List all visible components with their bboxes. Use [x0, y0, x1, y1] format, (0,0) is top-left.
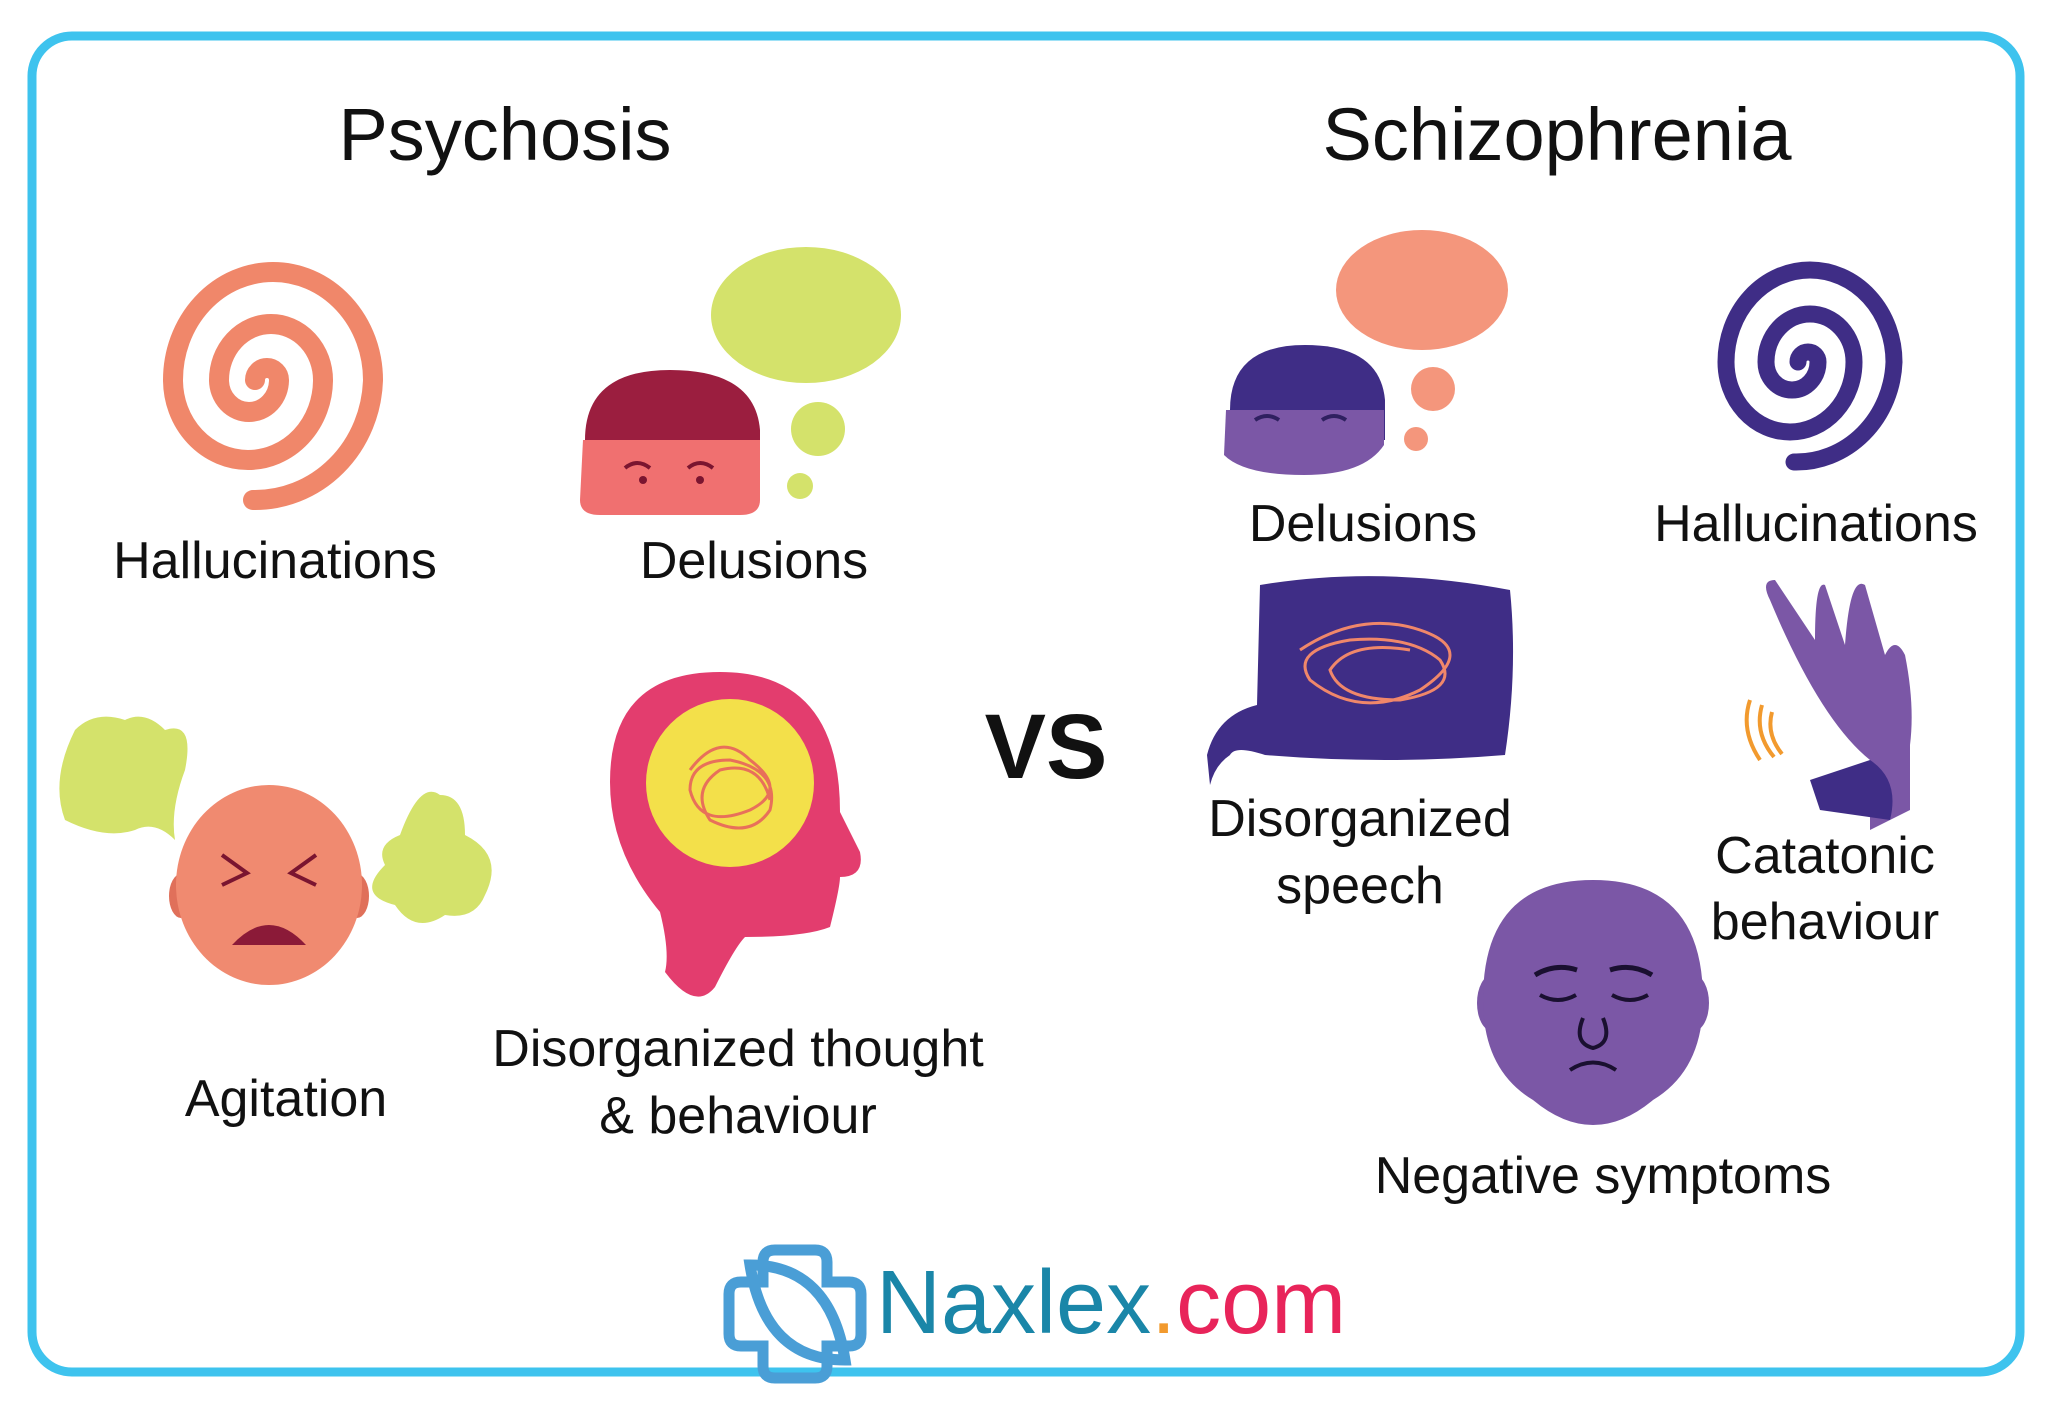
trembling-hand-icon	[1744, 580, 1912, 830]
tangled-head-icon	[610, 672, 861, 997]
schizophrenia-catatonic-label-line2: behaviour	[1711, 893, 1939, 951]
psychosis-agitation-label: Agitation	[185, 1070, 387, 1128]
thinking-head-icon	[580, 247, 901, 515]
angry-face-icon	[59, 716, 492, 985]
psychosis-title: Psychosis	[338, 93, 671, 176]
schizophrenia-title: Schizophrenia	[1323, 93, 1793, 176]
naxlex-logo-icon	[723, 1244, 867, 1384]
naxlex-logo-text: Naxlex.com	[876, 1253, 1346, 1353]
thinking-head-icon	[1224, 230, 1508, 475]
logo-tld: com	[1176, 1253, 1346, 1353]
schizophrenia-hallucinations-label: Hallucinations	[1654, 495, 1978, 553]
schizophrenia-negative-label: Negative symptoms	[1375, 1147, 1832, 1205]
tangled-speech-bubble-icon	[1207, 576, 1514, 785]
schizophrenia-catatonic-label-line1: Catatonic	[1715, 827, 1935, 885]
psychosis-delusions-label: Delusions	[640, 532, 868, 590]
psychosis-disorganized-label-line1: Disorganized thought	[492, 1020, 984, 1078]
schizophrenia-delusions-label: Delusions	[1249, 495, 1477, 553]
sad-face-icon	[1477, 880, 1709, 1125]
logo-name: Naxlex	[876, 1253, 1151, 1353]
logo-dot: .	[1151, 1253, 1176, 1353]
psychosis-hallucinations-label: Hallucinations	[113, 532, 437, 590]
spiral-icon	[1717, 261, 1903, 471]
spiral-icon	[162, 262, 384, 511]
schizophrenia-speech-label-line1: Disorganized	[1208, 790, 1512, 848]
schizophrenia-speech-label-line2: speech	[1276, 857, 1444, 915]
psychosis-disorganized-label-line2: & behaviour	[599, 1087, 877, 1145]
vs-label: VS	[985, 696, 1108, 798]
